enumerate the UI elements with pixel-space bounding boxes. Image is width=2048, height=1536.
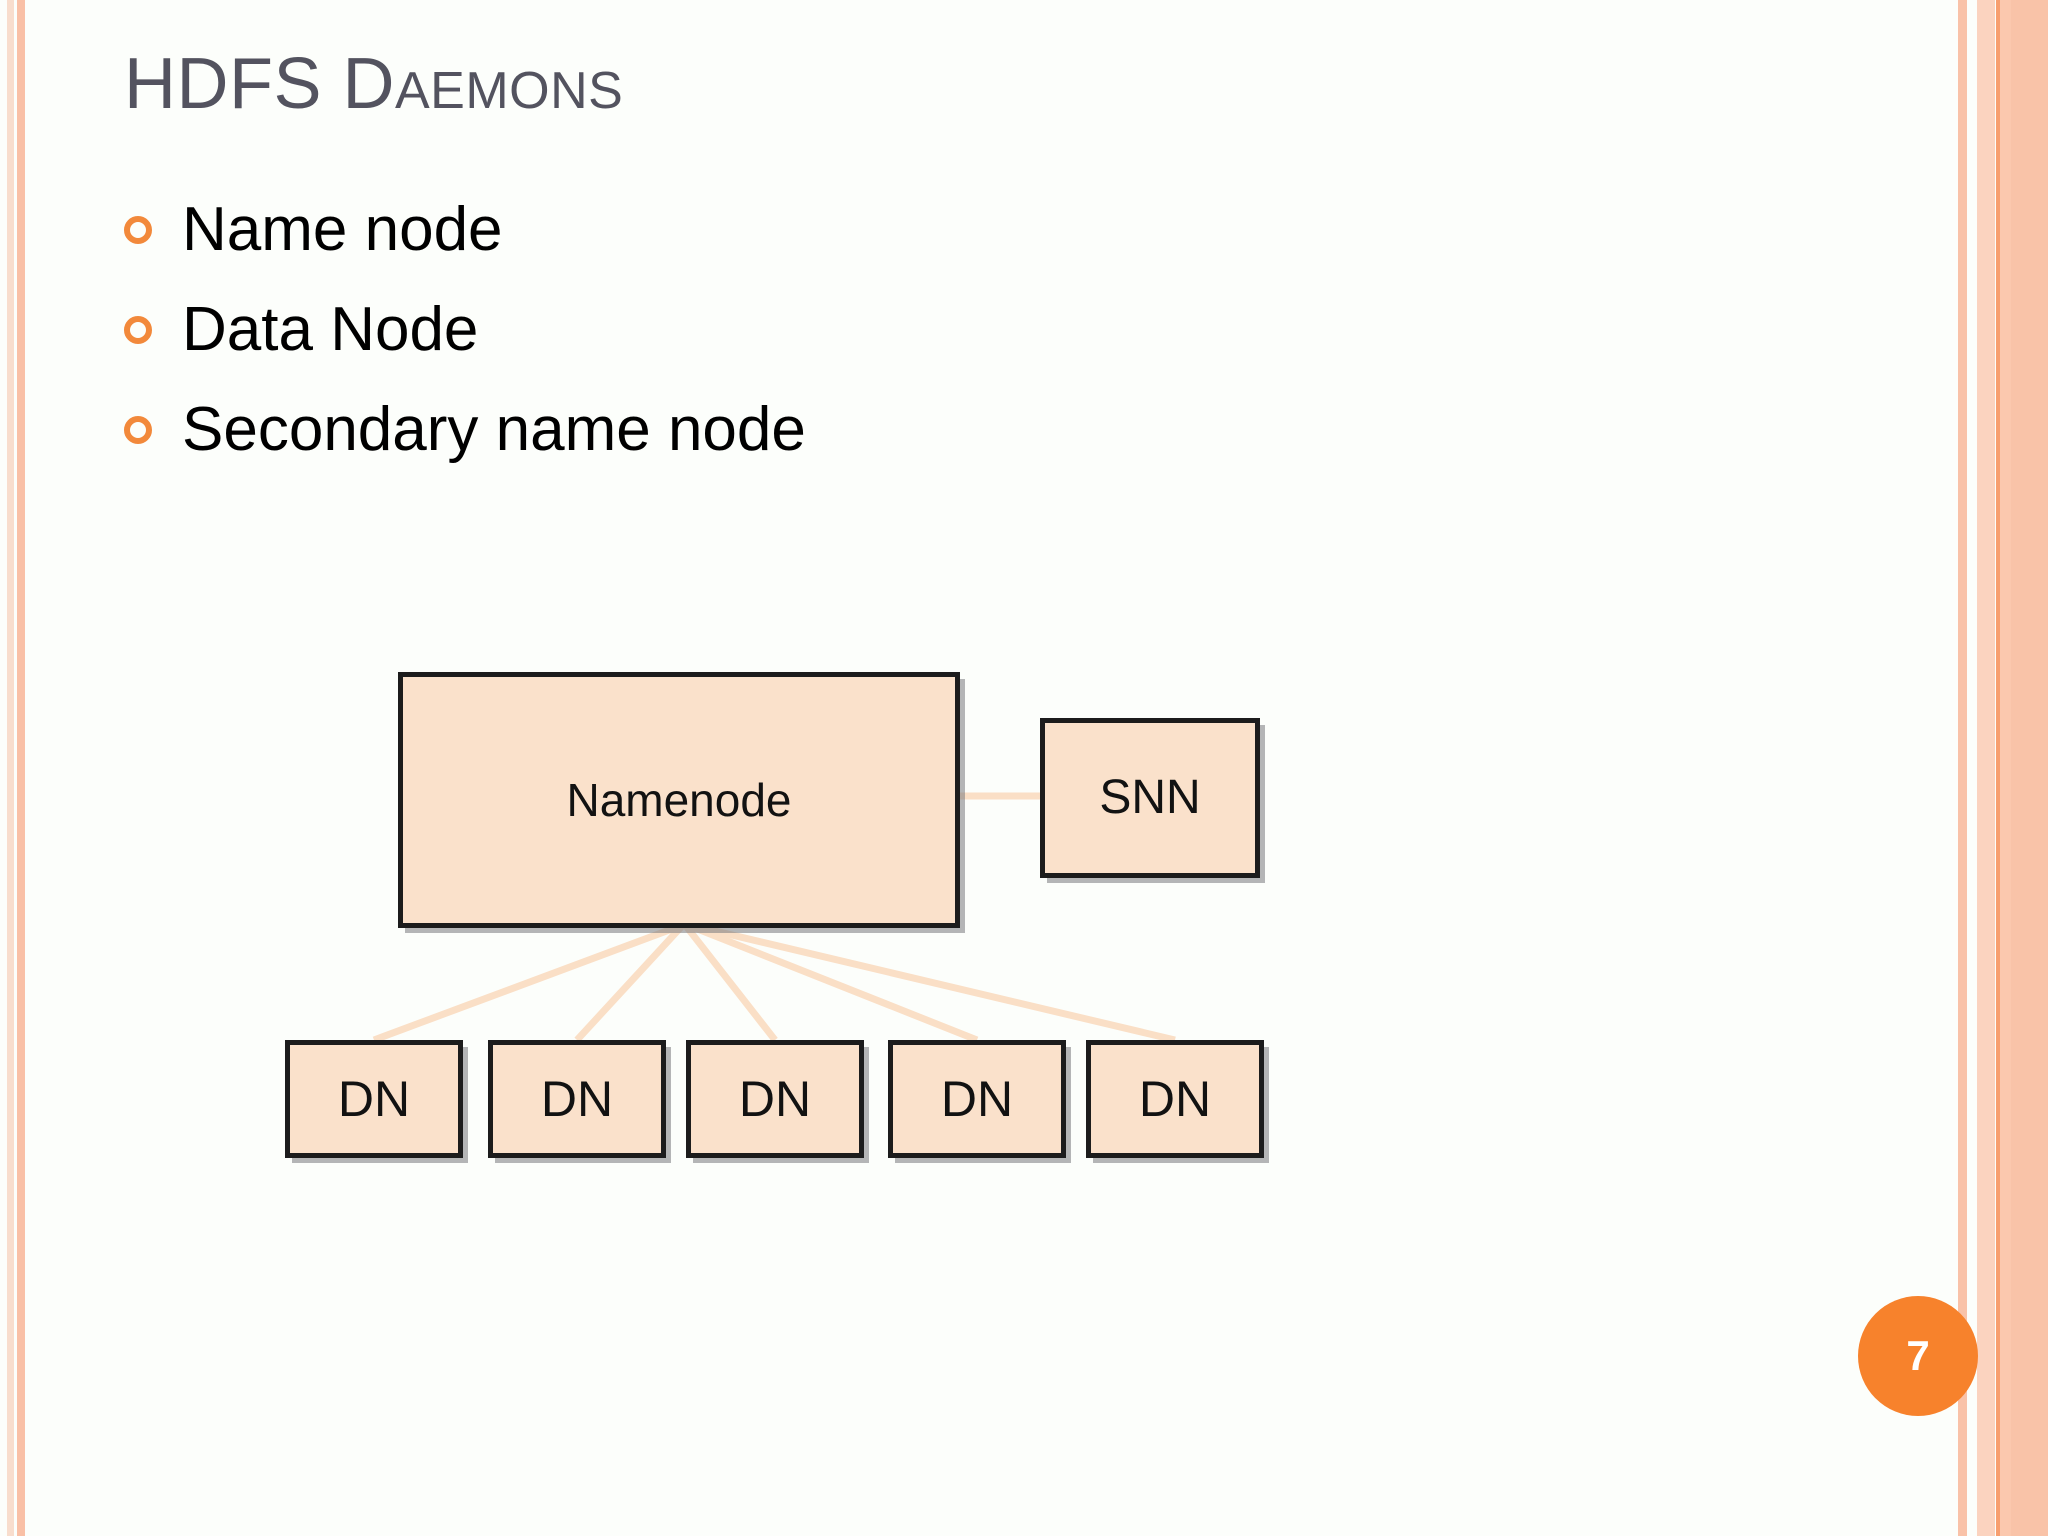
list-item: Name node [124,180,1724,280]
diagram-node-label: DN [1138,1071,1212,1127]
hollow-circle-bullet-icon [124,316,152,344]
page-number-label: 7 [1906,1332,1930,1379]
bullet-label: Name node [182,195,503,264]
diagram-node-namenode[interactable]: Namenode [398,672,960,928]
diagram-node-label: Namenode [566,774,792,826]
diagram-node-datanode[interactable]: DN [1086,1040,1264,1158]
bullet-label: Data Node [182,295,479,364]
list-item: Secondary name node [124,380,1724,480]
diagram-node-datanode[interactable]: DN [686,1040,864,1158]
slide-title-lead: HDFS D [124,44,395,124]
bullet-list: Name node Data Node Secondary name node [124,180,1724,480]
bullet-label: Secondary name node [182,395,806,464]
hollow-circle-bullet-icon [124,416,152,444]
hollow-circle-bullet-icon [124,216,152,244]
page-number-badge: 7 [1858,1296,1978,1416]
diagram-node-label: DN [738,1071,812,1127]
diagram-node-datanode[interactable]: DN [488,1040,666,1158]
diagram-node-datanode[interactable]: DN [888,1040,1066,1158]
slide-title-smallcaps: AEMONS [395,62,624,120]
diagram-node-label: SNN [1099,771,1201,824]
diagram-node-label: DN [540,1071,614,1127]
diagram-node-snn[interactable]: SNN [1040,718,1260,878]
slide-title: HDFS DAEMONS [124,48,623,120]
diagram-node-datanode[interactable]: DN [285,1040,463,1158]
list-item: Data Node [124,280,1724,380]
diagram-node-label: DN [940,1071,1014,1127]
diagram-node-label: DN [337,1071,411,1127]
